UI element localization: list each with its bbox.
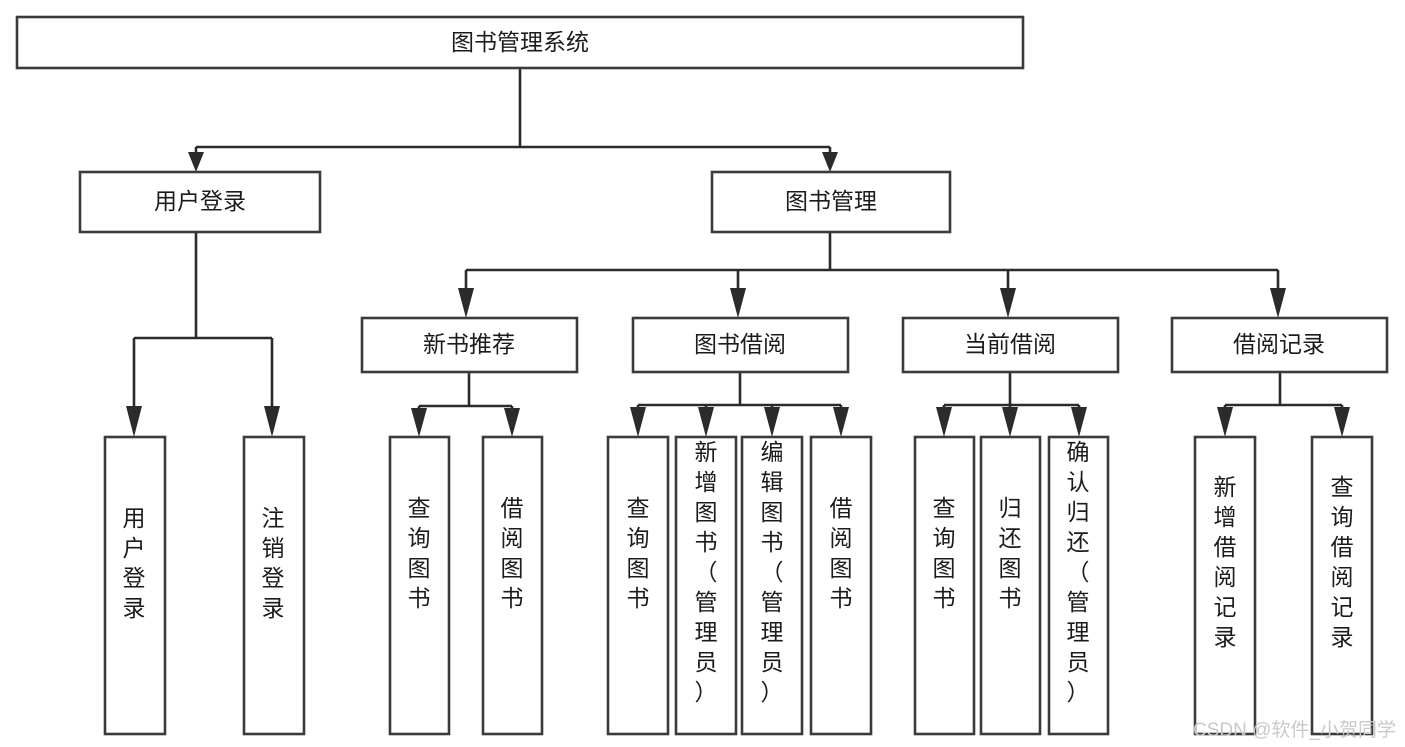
arrow-head-br-query-record [1334,407,1350,437]
leaf-cb-confirm-return-box[interactable] [1047,435,1110,736]
leaf-bb-query-book-box[interactable] [606,435,670,736]
leaf-bb-borrow-book-label: 借阅图书 [830,495,853,611]
connector-group-book-manage [458,232,1286,318]
leaf-bb-edit-book-label: 编辑图书（管理员） [761,439,784,705]
leaf-cb-query-book-label: 查询图书 [933,495,956,611]
arrow-head-book-manage [822,152,838,172]
leaf-node-cb-query-book[interactable]: 查询图书 [913,435,976,736]
leaf-node-cb-confirm-return[interactable]: 确认归还（管理员） [1047,435,1110,736]
leaf-bb-query-book-label: 查询图书 [627,495,650,611]
node-borrow-record-label: 借阅记录 [1233,331,1325,357]
leaf-node-nbr-query-book[interactable]: 查询图书 [388,435,451,736]
node-book-borrow-label: 图书借阅 [694,331,786,357]
arrow-head-leaf-user-login [126,406,142,437]
leaf-node-br-add-record[interactable]: 新增借阅记录 [1193,435,1257,736]
leaf-logout-box[interactable] [242,435,306,736]
leaf-node-cb-return-book[interactable]: 归还图书 [979,435,1042,736]
leaf-node-bb-query-book[interactable]: 查询图书 [606,435,670,736]
leaf-node-br-query-record[interactable]: 查询借阅记录 [1310,435,1374,736]
leaf-node-bb-edit-book[interactable]: 编辑图书（管理员） [740,435,804,736]
leaf-br-query-record-box[interactable] [1310,435,1374,736]
arrow-head-leaf-logout [264,406,280,437]
leaf-bb-borrow-book-box[interactable] [809,435,873,736]
node-root-label: 图书管理系统 [451,29,589,55]
leaf-cb-return-book-box[interactable] [979,435,1042,736]
arrow-head-user-login [188,152,204,172]
node-book-borrow[interactable]: 图书借阅 [631,316,850,374]
leaf-nbr-query-book-box[interactable] [388,435,451,736]
leaf-node-bb-borrow-book[interactable]: 借阅图书 [809,435,873,736]
leaf-user-login-label: 用户登录 [123,505,146,621]
leaf-logout-label: 注销登录 [262,505,285,621]
node-new-book-recommend[interactable]: 新书推荐 [360,316,579,374]
node-book-manage[interactable]: 图书管理 [710,170,952,234]
connector-group-current-borrow [936,372,1087,437]
leaf-nbr-borrow-book-label: 借阅图书 [501,495,524,611]
leaf-cb-confirm-return-label: 确认归还（管理员） [1067,439,1090,705]
leaf-bb-add-book-label: 新增图书（管理员） [695,439,718,705]
arrow-head-current-borrow [1000,288,1016,318]
node-book-manage-label: 图书管理 [785,188,877,214]
arrow-head-bb-edit-book [764,407,780,437]
leaf-node-logout[interactable]: 注销登录 [242,435,306,736]
leaf-cb-query-book-box[interactable] [913,435,976,736]
connector-group-root [188,68,838,172]
arrow-head-new-book-recommend [458,288,474,318]
node-borrow-record-box[interactable] [1170,316,1389,374]
connector-group-new-book-recommend [411,372,520,437]
arrow-head-bb-add-book [698,407,714,437]
leaf-cb-return-book-label: 归还图书 [999,495,1022,611]
watermark-label: CSDN @软件_小贺同学 [1193,719,1396,741]
leaf-node-nbr-borrow-book[interactable]: 借阅图书 [481,435,544,736]
node-root-box[interactable] [15,15,1025,70]
leaf-nbr-query-book-label: 查询图书 [408,495,431,611]
arrow-head-bb-query-book [630,407,646,437]
arrow-head-br-add-record [1217,407,1233,437]
node-book-manage-box[interactable] [710,170,952,234]
node-new-book-recommend-box[interactable] [360,316,579,374]
node-new-book-recommend-label: 新书推荐 [423,331,515,357]
leaf-user-login-box[interactable] [103,435,167,736]
connector-group-user-login [126,232,280,437]
node-current-borrow-label: 当前借阅 [964,331,1056,357]
node-current-borrow-box[interactable] [901,316,1120,374]
node-user-login[interactable]: 用户登录 [78,170,322,234]
node-book-borrow-box[interactable] [631,316,850,374]
arrow-head-book-borrow [730,288,746,318]
leaf-br-query-record-label: 查询借阅记录 [1331,474,1354,650]
leaf-nbr-borrow-book-box[interactable] [481,435,544,736]
arrow-head-borrow-record [1270,288,1286,318]
leaf-bb-edit-book-box[interactable] [740,435,804,736]
node-user-login-label: 用户登录 [154,188,246,214]
node-borrow-record[interactable]: 借阅记录 [1170,316,1389,374]
arrow-head-bb-borrow-book [833,407,849,437]
node-root-system[interactable]: 图书管理系统 [15,15,1025,70]
arrow-head-nbr-borrow-book [504,408,520,437]
arrow-head-cb-confirm-return [1071,407,1087,437]
connector-group-book-borrow [630,372,849,437]
leaf-br-add-record-label: 新增借阅记录 [1214,474,1237,650]
leaf-br-add-record-box[interactable] [1193,435,1257,736]
node-current-borrow[interactable]: 当前借阅 [901,316,1120,374]
arrow-head-cb-return-book [1002,407,1018,437]
leaf-bb-add-book-box[interactable] [674,435,738,736]
leaf-node-user-login[interactable]: 用户登录 [103,435,167,736]
arrow-head-cb-query-book [936,407,952,437]
leaf-node-bb-add-book[interactable]: 新增图书（管理员） [674,435,738,736]
node-user-login-box[interactable] [78,170,322,234]
arrow-head-nbr-query-book [411,408,427,437]
connector-group-borrow-record [1217,372,1350,437]
